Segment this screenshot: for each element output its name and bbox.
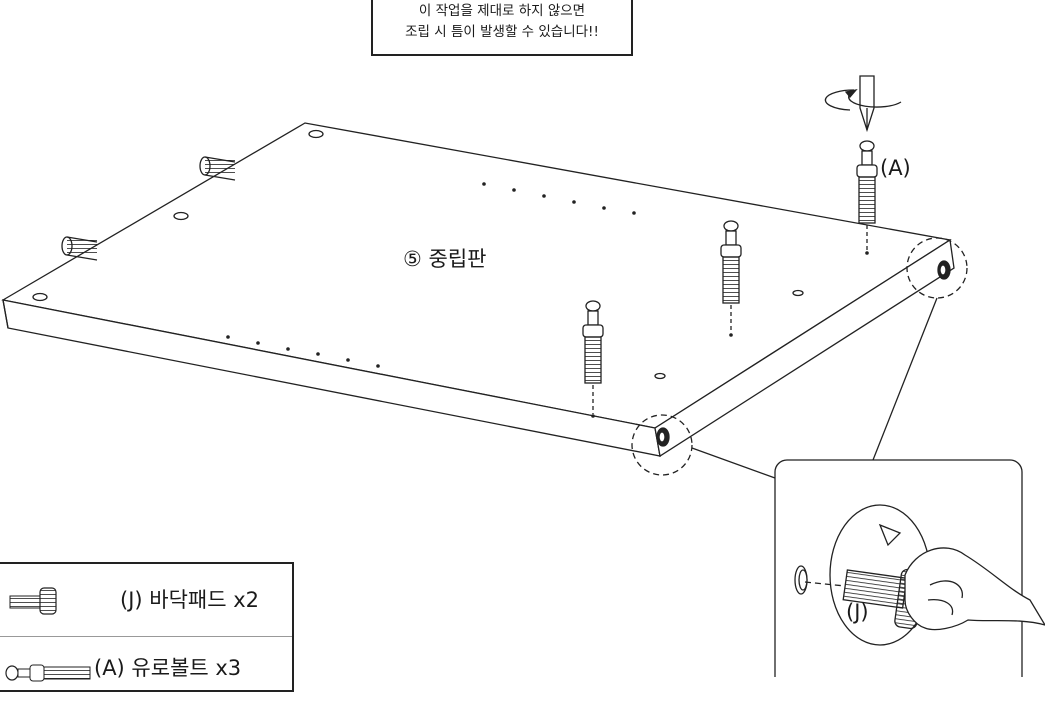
screwdriver-icon (824, 75, 902, 133)
back-pad-2 (61, 236, 98, 261)
middle-panel-right-edge (654, 238, 955, 458)
legend-label-floor-pad: (J) 바닥패드 x2 (120, 588, 259, 612)
warning-line-2: 조립 시 틈이 발생할 수 있습니다!! (405, 24, 599, 40)
middle-panel-top (1, 122, 952, 429)
assembly-diagram (1, 75, 1045, 677)
parts-legend: (J) 바닥패드 x2 (A) 유로볼트 x3 (0, 562, 294, 692)
euro-bolt-1 (582, 300, 604, 414)
legend-item-floor-pad: (J) 바닥패드 x2 (0, 564, 292, 637)
warning-note: 이 작업을 제대로 하지 않으면 조립 시 틈이 발생할 수 있습니다!! (371, 0, 633, 56)
detail-label: (J) (846, 600, 869, 624)
legend-item-euro-bolt: (A) 유로볼트 x3 (0, 636, 292, 708)
bolt-label: (A) (880, 156, 911, 180)
warning-line-1: 이 작업을 제대로 하지 않으면 (418, 3, 586, 19)
panel-label: ⑤ 중립판 (403, 247, 487, 271)
euro-bolt-3 (856, 140, 878, 250)
detail-callout (774, 459, 1045, 677)
euro-bolt-icon (5, 664, 91, 682)
back-pad-1 (199, 156, 236, 181)
floor-pad-icon (9, 587, 57, 615)
euro-bolt-2 (720, 220, 742, 333)
legend-label-euro-bolt: (A) 유로볼트 x3 (94, 656, 242, 680)
